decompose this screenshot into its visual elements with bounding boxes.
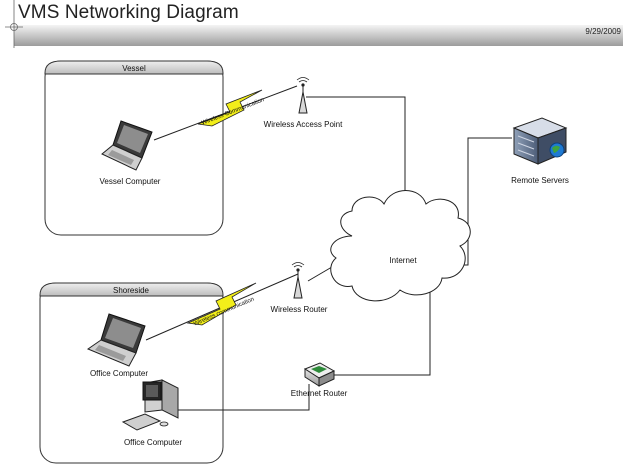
vessel-computer-label: Vessel Computer [99,177,161,186]
link-ap-to-internet [306,96,406,222]
link-desktop-to-ethernet-router [178,384,310,411]
diagram-date: 9/29/2009 [585,27,621,36]
desktop-computer-icon [121,379,179,431]
shoreside-container-label: Shoreside [112,286,150,295]
office-desktop-label: Office Computer [123,438,183,447]
wireless-access-point-label: Wireless Access Point [263,120,343,129]
vessel-laptop-icon [101,120,153,171]
office-laptop-icon [86,313,146,367]
wireless-access-point-icon [296,77,310,114]
internet-label: Internet [389,256,417,265]
wireless-router-icon [291,262,305,299]
vessel-wireless-link [153,85,298,141]
ethernet-router-icon [303,362,336,387]
ethernet-router-label: Ethernet Router [290,389,348,398]
link-internet-to-ethernet-router [332,292,431,376]
crosshair-mark [5,0,23,48]
vessel-container-label: Vessel [122,64,146,73]
diagram-title: VMS Networking Diagram [18,2,239,23]
internet-cloud-icon [330,190,471,302]
link-internet-to-servers [460,137,512,266]
header-bar [14,25,623,46]
remote-server-icon [512,117,568,165]
office-laptop-label: Office Computer [89,369,149,378]
remote-servers-label: Remote Servers [511,176,569,185]
shore-wireless-link [145,273,299,341]
wireless-router-label: Wireless Router [270,305,328,314]
